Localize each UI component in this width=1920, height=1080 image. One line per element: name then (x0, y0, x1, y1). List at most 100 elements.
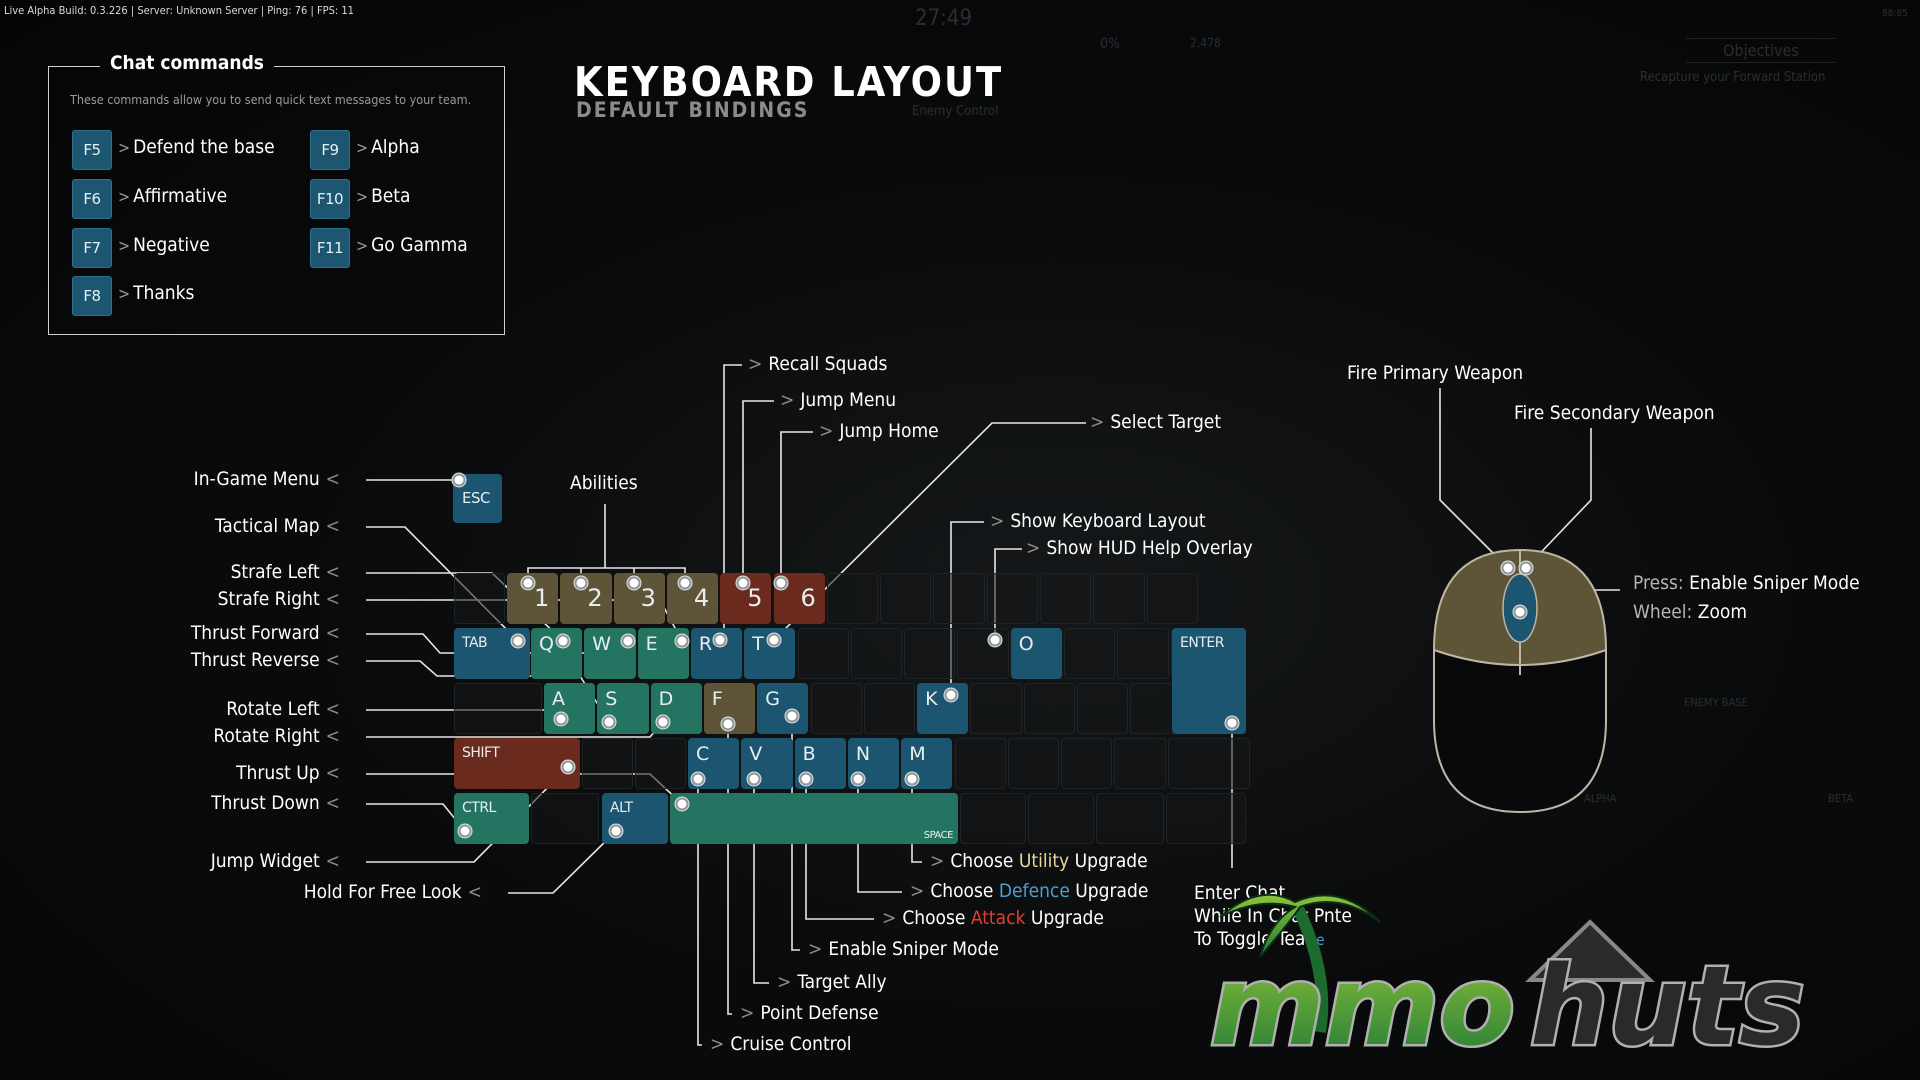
binding-label-r: >Recall Squads (742, 353, 887, 375)
fkey-f11: F11 (310, 228, 350, 268)
key-label: A (552, 688, 565, 710)
arrow-right-icon: > (1090, 411, 1105, 433)
key-tab: TAB (454, 628, 530, 679)
mouse-secondary-label: Fire Secondary Weapon (1514, 402, 1715, 424)
page-title: KEYBOARD LAYOUT (574, 58, 1004, 106)
key-unbound (1077, 683, 1129, 734)
key-ctrl: CTRL (454, 793, 529, 844)
arrow-right-icon: > (1026, 537, 1041, 559)
anchor-dot-m (907, 774, 917, 784)
key-unbound (454, 573, 505, 624)
binding-label-o: >Show HUD Help Overlay (1020, 537, 1253, 559)
map-label-enemy-base: ENEMY BASE (1684, 696, 1748, 709)
objectives-title: Objectives (1686, 38, 1836, 63)
key-unbound (1061, 738, 1113, 789)
anchor-dot-space (677, 799, 687, 809)
arrow-right-icon: > (777, 971, 792, 993)
key-label: SHIFT (462, 745, 500, 761)
key-g: G (757, 683, 809, 734)
arrow-right-icon: > (910, 880, 925, 902)
key-label: F (711, 688, 723, 710)
key-unbound (1096, 793, 1164, 844)
binding-label-t: >Select Target (1084, 411, 1221, 433)
key-label: C (696, 743, 710, 765)
binding-label-5: >Jump Menu (774, 389, 896, 411)
arrow-right-icon: > (710, 1033, 725, 1055)
key-label: S (605, 688, 618, 710)
mouse-wheel-scroll-label: Wheel: Zoom (1633, 601, 1748, 623)
mouse-diagram (1432, 548, 1608, 814)
mouse-primary-label: Fire Primary Weapon (1347, 362, 1524, 384)
anchor-dot-tab (513, 636, 523, 646)
chat-command-item: >Alpha (356, 136, 420, 158)
binding-label-6: >Jump Home (813, 420, 939, 442)
key-label: TAB (462, 635, 488, 651)
binding-action-text: Strafe Left (230, 561, 320, 583)
key-unbound (970, 683, 1022, 734)
key-label: O (1018, 633, 1034, 655)
arrow-left-icon: < (325, 762, 340, 784)
upgrade-type-highlight: Attack (970, 907, 1026, 929)
anchor-dot-ctrl (460, 826, 470, 836)
chat-command-item: >Affirmative (118, 185, 227, 207)
binding-label-e: Strafe Right< (0, 588, 346, 610)
anchor-dot-r (715, 635, 725, 645)
binding-action-text: Jump Widget (210, 850, 320, 872)
chat-command-text: Affirmative (133, 185, 228, 207)
hud-percent: 0% (1100, 36, 1120, 52)
anchor-dot-mouse-left (1503, 563, 1513, 573)
key-unbound (1064, 628, 1116, 679)
key-e: E (637, 628, 689, 679)
key-o: O (1010, 628, 1062, 679)
key-unbound (1007, 738, 1060, 789)
arrow-right-icon: > (356, 236, 369, 255)
key-label: D (658, 688, 674, 710)
binding-action-text: Target Ally (797, 971, 887, 993)
key-label: T (752, 633, 764, 655)
key-unbound (1117, 628, 1169, 679)
key-alt: ALT (602, 793, 668, 844)
fkey-f9: F9 (310, 130, 350, 170)
key-label: 3 (640, 584, 656, 612)
abilities-label: Abilities (570, 472, 638, 494)
binding-action-text: Enable Sniper Mode (828, 938, 999, 960)
binding-action-text: Jump Home (839, 420, 939, 442)
map-label-beta: BETA (1828, 792, 1853, 805)
key-label: ALT (610, 800, 633, 816)
anchor-dot-enter (1227, 718, 1237, 728)
key-s: S (597, 683, 649, 734)
fkey-f6: F6 (72, 179, 112, 219)
anchor-dot-d (658, 717, 668, 727)
chat-command-item: >Thanks (118, 282, 194, 304)
key-label: SPACE (923, 830, 954, 841)
binding-label-n: >Choose Defence Upgrade (904, 880, 1148, 902)
key-unbound (1114, 738, 1166, 789)
key-d: D (650, 683, 702, 734)
binding-action-text: Choose (930, 880, 999, 902)
binding-action-text: Thrust Reverse (190, 649, 320, 671)
arrow-right-icon: > (356, 187, 369, 206)
chat-command-item: >Negative (118, 234, 210, 256)
chat-command-text: Defend the base (133, 136, 275, 158)
key-1: 1 (507, 573, 559, 624)
binding-label-d: Rotate Right< (0, 725, 346, 747)
chat-command-item: >Go Gamma (356, 234, 468, 256)
logo-text-mmo: mmo (1210, 942, 1515, 1062)
fkey-f5: F5 (72, 130, 112, 170)
key-2: 2 (560, 573, 612, 624)
mouse-body-outline (1433, 650, 1607, 814)
key-unbound (880, 573, 932, 624)
key-5: 5 (720, 573, 772, 624)
arrow-right-icon: > (930, 850, 945, 872)
anchor-dot-e (677, 636, 687, 646)
binding-action-text: Thrust Down (211, 792, 320, 814)
palm-tree-icon (1289, 899, 1329, 1033)
key-label: B (802, 743, 816, 765)
arrow-right-icon: > (118, 284, 131, 303)
key-unbound (986, 573, 1038, 624)
binding-label-shift: Jump Widget< (0, 850, 346, 872)
arrow-left-icon: < (325, 515, 340, 537)
anchor-dot-alt (611, 826, 621, 836)
key-unbound (960, 793, 1026, 844)
arrow-left-icon: < (325, 622, 340, 644)
